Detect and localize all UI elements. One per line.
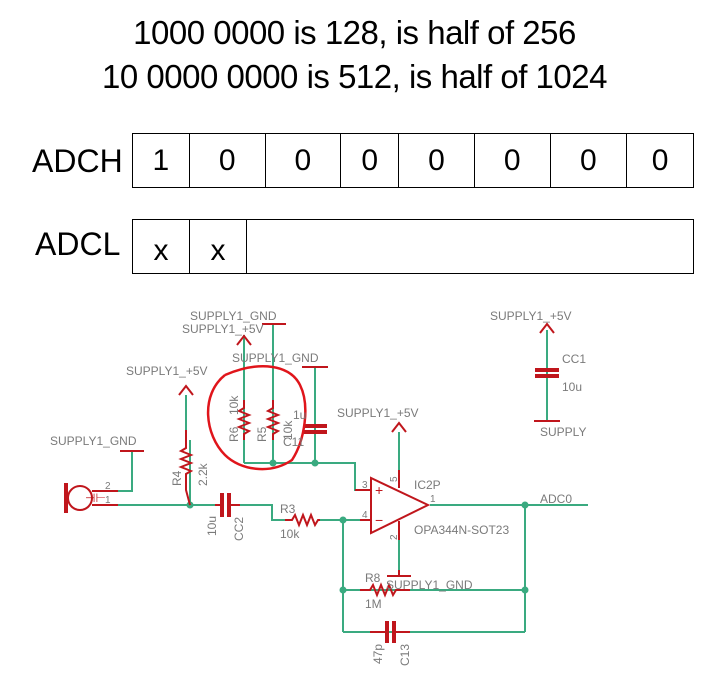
cc2-name: CC2	[232, 517, 246, 541]
annotation-circle	[206, 365, 307, 471]
resistor-r3	[285, 512, 320, 528]
pin-number: 1	[430, 494, 436, 505]
vcc-arrow	[178, 384, 194, 396]
r4-value: 2.2k	[196, 462, 210, 486]
resistor-r6	[236, 400, 252, 440]
wire	[240, 504, 285, 521]
minus-sign: −	[375, 512, 383, 528]
r3-value: 10k	[280, 527, 300, 541]
label-gnd: SUPPLY1_GND	[386, 578, 473, 592]
r8-value: 1M	[365, 597, 382, 611]
ic-value: OPA344N-SOT23	[414, 523, 509, 537]
adch-register: 1 0 0 0 0 0 0 0	[132, 133, 694, 188]
mic-glyph: ⊣⊢	[85, 491, 106, 505]
vcc-arrow	[236, 334, 252, 346]
r6-value: 10k	[227, 395, 241, 415]
adch-bit: 1	[133, 134, 190, 187]
resistor-r8	[360, 582, 410, 598]
adcl-bit: x	[190, 220, 247, 273]
junction-dot	[269, 459, 277, 467]
vcc-arrow	[391, 421, 407, 433]
c13-value: 47p	[371, 644, 385, 664]
junction-dot	[521, 586, 529, 594]
junctions	[186, 459, 529, 594]
pin-number: 2	[389, 534, 400, 540]
label-gnd: SUPPLY1_GND	[190, 309, 277, 323]
ic-name: IC2P	[414, 478, 441, 492]
adcl-label: ADCL	[35, 226, 121, 262]
adch-bit: 0	[651, 143, 669, 177]
adch-bit: 0	[399, 134, 475, 187]
vcc-arrow	[539, 322, 555, 334]
adcl-register: x x	[132, 219, 694, 274]
cc2-value: 10u	[205, 516, 219, 536]
junction-dot	[339, 586, 347, 594]
header-line-1: 1000 0000 is 128, is half of 256	[133, 14, 576, 51]
r3-name: R3	[280, 502, 296, 516]
adch-bit: 0	[190, 134, 266, 187]
label-vcc: SUPPLY1_+5V	[126, 364, 208, 378]
cap-leads	[215, 504, 410, 633]
c11-value: 1u	[293, 408, 306, 422]
r5-value: 10k	[281, 420, 295, 440]
label-vcc: SUPPLY1_+5V	[182, 322, 264, 336]
opamp-symbol	[370, 476, 431, 535]
c11-name: C11	[283, 435, 304, 449]
parts	[64, 322, 560, 598]
r8-name: R8	[365, 571, 381, 585]
plus-sign: +	[375, 482, 383, 498]
resistor-r4	[178, 430, 194, 506]
pin-number: 2	[105, 481, 111, 492]
adcl-bit: x	[133, 220, 190, 273]
cc1-name: CC1	[562, 352, 586, 366]
c13-name: C13	[398, 644, 412, 666]
adch-bit: 0	[266, 134, 342, 187]
cc1-value: 10u	[562, 380, 582, 394]
r6-name: R6	[227, 426, 241, 442]
header-line-2: 10 0000 0000 is 512, is half of 1024	[102, 58, 607, 95]
label-adc0: ADC0	[540, 492, 572, 506]
pin-number: 4	[362, 510, 368, 521]
junction-dot	[521, 501, 529, 509]
junction-dot	[311, 459, 319, 467]
label-gnd: SUPPLY1_GND	[50, 434, 137, 448]
r4-name: R4	[170, 470, 184, 486]
junction-dot	[339, 516, 347, 524]
r5-name: R5	[255, 426, 269, 442]
adch-bit: 0	[341, 134, 400, 187]
resistor-r5	[265, 400, 281, 440]
pin-number: 1	[105, 495, 111, 506]
label-vcc: SUPPLY1_+5V	[337, 406, 419, 420]
adch-bit: 0	[475, 134, 551, 187]
pin-number: 5	[389, 476, 400, 482]
wire	[244, 462, 365, 491]
label-gnd: SUPPLY1_GND	[232, 351, 319, 365]
adch-label: ADCH	[32, 143, 123, 179]
label-gnd: SUPPLY	[540, 425, 586, 439]
pin-number: 3	[362, 480, 368, 491]
adch-bit: 0	[551, 134, 628, 187]
wire	[118, 452, 133, 492]
label-vcc: SUPPLY1_+5V	[490, 309, 572, 323]
